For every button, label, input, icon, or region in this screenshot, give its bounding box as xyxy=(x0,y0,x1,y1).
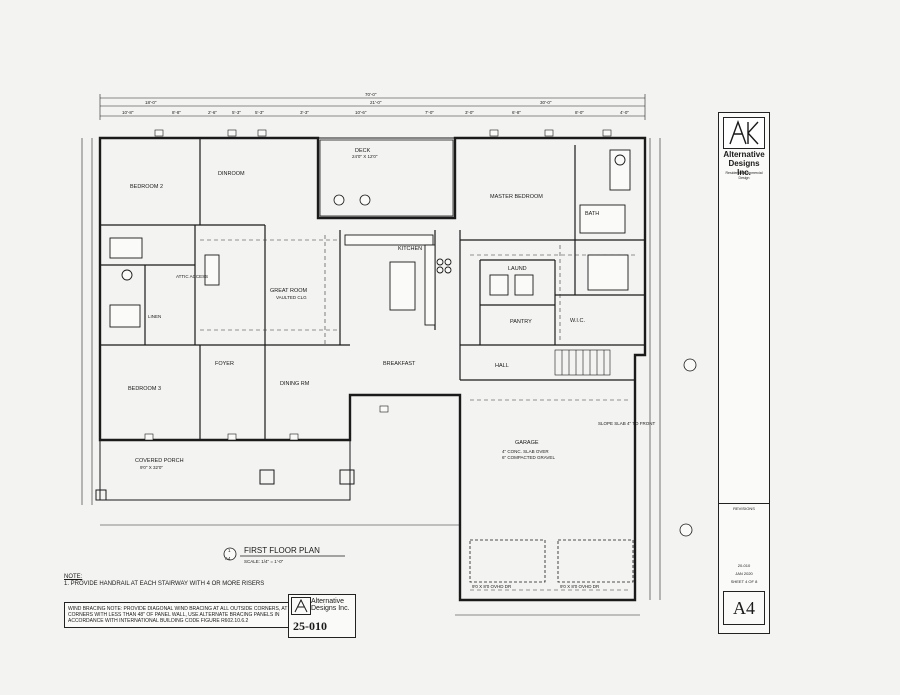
note-text: 1. PROVIDE HANDRAIL AT EACH STAIRWAY WIT… xyxy=(64,581,265,587)
room-label-dining: DINING RM xyxy=(280,381,310,387)
note-heading: NOTE: xyxy=(64,574,83,580)
room-label-bedroom3: BEDROOM 3 xyxy=(128,386,161,392)
stamp-company: Alternative Designs Inc. xyxy=(311,598,350,612)
revisions-label: REVISIONS xyxy=(719,503,769,511)
company-logo xyxy=(291,597,311,615)
room-label-great-room: GREAT ROOM xyxy=(270,288,307,294)
section-markers xyxy=(333,194,697,537)
room-label-kitchen: KITCHEN xyxy=(398,246,422,252)
slope-note: SLOPE SLAB 4" TO FRONT xyxy=(598,421,655,426)
room-label-bedroom2: BEDROOM 2 xyxy=(130,184,163,190)
room-label-bath: BATH xyxy=(585,211,599,217)
room-label-great-room-sub: VAULTED CLG xyxy=(276,295,307,300)
deck xyxy=(319,139,454,217)
room-label-dinroom: DINROOM xyxy=(218,171,245,177)
project-date: JAN 2020 xyxy=(735,571,753,576)
title-company: Alternative Designs Inc. xyxy=(723,150,765,177)
sheet-number: A4 xyxy=(723,591,765,625)
dim-1: 18'-0" xyxy=(145,100,157,105)
room-label-foyer: FOYER xyxy=(215,361,234,367)
fixtures xyxy=(109,149,631,328)
dim-11: 7'-0" xyxy=(425,110,434,115)
handrail-note: NOTE: 1. PROVIDE HANDRAIL AT EACH STAIRW… xyxy=(64,574,284,588)
plan-title: FIRST FLOOR PLAN xyxy=(244,546,320,555)
dimension-lines xyxy=(81,94,661,616)
dim-12: 3'-0" xyxy=(465,110,474,115)
dim-3: 30'-0" xyxy=(540,100,552,105)
dim-overall: 70'-0" xyxy=(365,92,377,97)
stamp-number: 25-010 xyxy=(293,619,327,633)
dim-5: 8'-8" xyxy=(172,110,181,115)
dim-14: 8'-0" xyxy=(575,110,584,115)
dim-10: 10'-6" xyxy=(355,110,367,115)
room-label-laund: LAUND xyxy=(508,266,527,272)
deck-size: 24'0" X 12'0" xyxy=(352,154,378,159)
window-tags xyxy=(144,129,612,441)
exterior-walls xyxy=(98,136,647,602)
plan-detail-marker xyxy=(223,547,237,561)
plan-scale: SCALE: 1/4" = 1'-0" xyxy=(244,559,284,564)
dim-7: 5'-3" xyxy=(232,110,241,115)
sheet-of: SHEET 4 OF 8 xyxy=(730,579,758,584)
room-label-master: MASTER BEDROOM xyxy=(490,194,543,200)
title-tagline: Residential/Commercial Design xyxy=(725,171,763,180)
dim-2: 21'-0" xyxy=(370,100,382,105)
room-label-deck: DECK xyxy=(355,148,371,154)
drawing-stamp: Alternative Designs Inc. 25-010 xyxy=(288,594,356,638)
dim-6: 2'-6" xyxy=(208,110,217,115)
porch-size: 9'0" X 32'0" xyxy=(140,465,163,470)
dim-13: 6'-8" xyxy=(512,110,521,115)
beam-lines xyxy=(200,235,635,591)
room-label-pantry: PANTRY xyxy=(510,319,532,325)
room-label-wic: W.I.C. xyxy=(570,318,585,324)
dim-15: 4'-0" xyxy=(620,110,629,115)
plan-detail-num: 1 xyxy=(228,548,231,553)
room-label-linen: LINEN xyxy=(148,314,161,319)
porch xyxy=(95,439,355,501)
garage-note-2: 6" COMPACTED GRAVEL xyxy=(502,455,555,460)
room-label-breakfast: BREAKFAST xyxy=(383,361,416,367)
wind-bracing-note: WIND BRACING NOTE: PROVIDE DIAGONAL WIND… xyxy=(64,602,292,628)
garage-door-2: 9'0 X 8'0 OVHD DR xyxy=(560,584,600,589)
garage-doors xyxy=(469,539,634,583)
plan-detail-sheet: A4 xyxy=(225,556,231,561)
title-logo xyxy=(723,117,765,149)
interior-walls xyxy=(100,138,645,440)
room-label-garage: GARAGE xyxy=(515,440,539,446)
dim-9: 3'-3" xyxy=(300,110,309,115)
dim-4: 10'-8" xyxy=(122,110,134,115)
room-label-hall: HALL xyxy=(495,363,509,369)
stair xyxy=(554,349,611,376)
room-label-attic: ATTIC ACCESS xyxy=(176,274,208,279)
title-block: Alternative Designs Inc. Residential/Com… xyxy=(718,112,770,634)
garage-note-1: 4" CONC. SLAB OVER xyxy=(502,449,549,454)
dim-8: 5'-3" xyxy=(255,110,264,115)
project-number: 20-010 xyxy=(737,563,751,568)
garage-door-1: 9'0 X 8'0 OVHD DR xyxy=(472,584,512,589)
room-label-covered-porch: COVERED PORCH xyxy=(135,458,184,464)
